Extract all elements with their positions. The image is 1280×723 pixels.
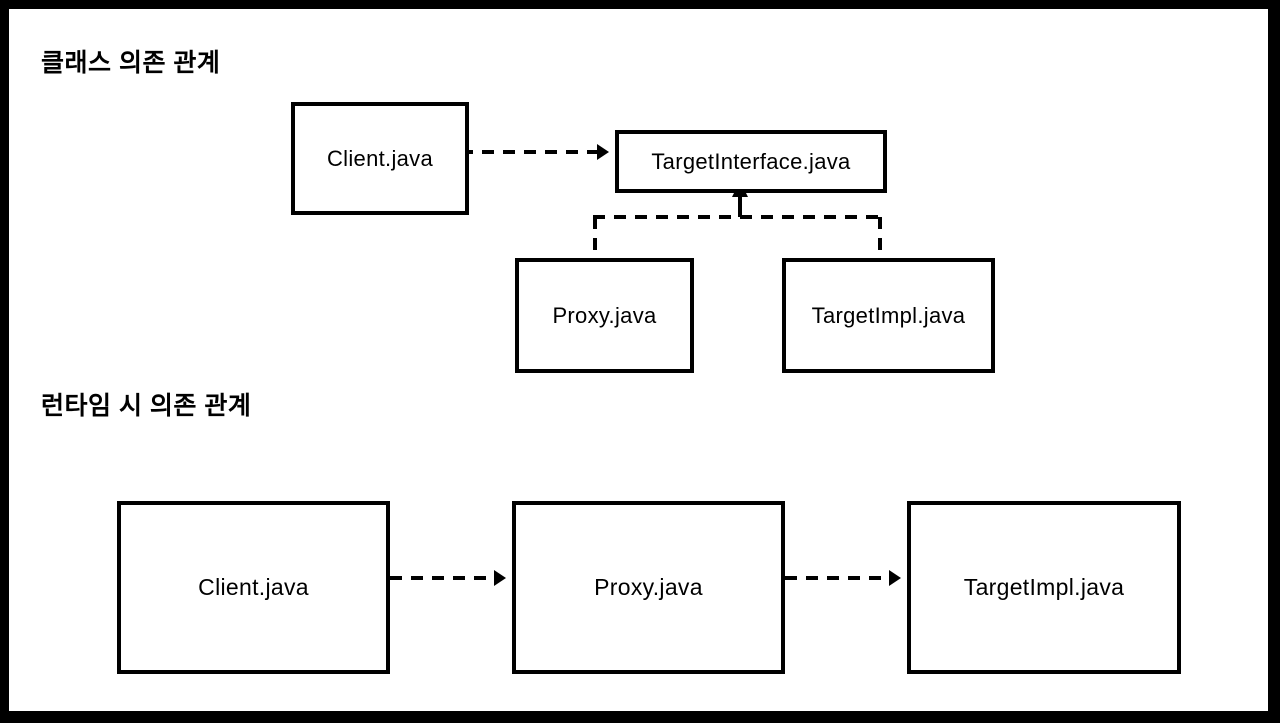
- node-runtime-client-java[interactable]: Client.java: [117, 501, 390, 674]
- node-label: Client.java: [326, 145, 434, 171]
- node-label: Client.java: [198, 574, 309, 600]
- node-targetinterface-java[interactable]: TargetInterface.java: [615, 130, 887, 193]
- node-label: TargetImpl.java: [963, 574, 1125, 600]
- section-title-runtime-dependency: 런타임 시 의존 관계: [41, 392, 252, 420]
- node-proxy-java[interactable]: Proxy.java: [515, 258, 694, 373]
- node-targetimpl-java[interactable]: TargetImpl.java: [782, 258, 995, 373]
- node-client-java[interactable]: Client.java: [291, 102, 469, 215]
- edge-rtclient-to-rtproxy: [390, 570, 506, 586]
- node-label: Proxy.java: [594, 574, 703, 600]
- diagram-inner-surface: 클래스 의존 관계 TargetInterface.java (dashed, …: [9, 9, 1268, 711]
- node-label: Proxy.java: [552, 302, 657, 328]
- node-runtime-proxy-java[interactable]: Proxy.java: [512, 501, 785, 674]
- node-label: TargetInterface.java: [651, 148, 851, 174]
- edge-client-to-targetinterface: [461, 144, 609, 160]
- node-label: TargetImpl.java: [811, 302, 966, 328]
- edge-realization-bar: [593, 215, 882, 251]
- node-runtime-targetimpl-java[interactable]: TargetImpl.java: [907, 501, 1181, 674]
- edge-rtproxy-to-rtimpl: [785, 570, 901, 586]
- section-title-class-dependency: 클래스 의존 관계: [41, 49, 221, 77]
